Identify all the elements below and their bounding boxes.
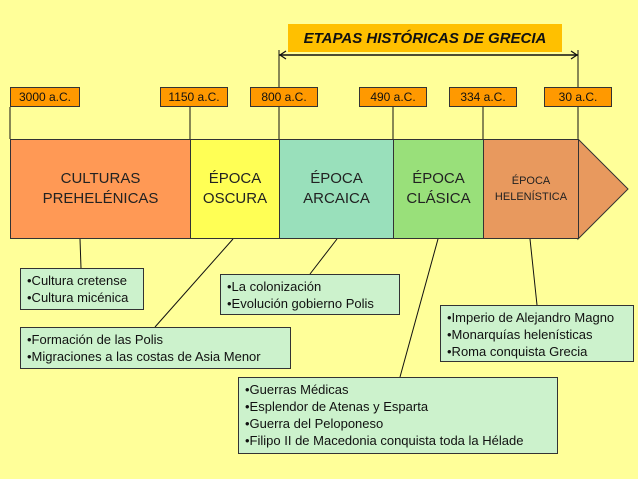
- period-line: ÉPOCA: [310, 170, 363, 187]
- period-arcaica: ÉPOCA ARCAICA: [279, 139, 394, 239]
- period-line: CULTURAS: [60, 170, 141, 187]
- period-line: ÉPOCA: [412, 170, 465, 187]
- note-item: •Guerras Médicas: [245, 382, 349, 397]
- period-line: OSCURA: [202, 190, 268, 207]
- date-label-334: 334 a.C.: [449, 87, 517, 107]
- period-line: ÉPOCA: [208, 170, 262, 187]
- note-prehelenicas: •Cultura cretense •Cultura micénica: [20, 268, 144, 310]
- period-line: HELENÍSTICA: [494, 191, 568, 203]
- note-item: •Formación de las Polis: [27, 332, 164, 347]
- diagram-title: ETAPAS HISTÓRICAS DE GRECIA: [288, 24, 562, 52]
- note-item: •Migraciones a las costas de Asia Menor: [27, 349, 261, 364]
- note-item: •Roma conquista Grecia: [447, 344, 588, 359]
- note-clasica: •Guerras Médicas •Esplendor de Atenas y …: [238, 377, 558, 454]
- note-helenistica: •Imperio de Alejandro Magno •Monarquías …: [440, 305, 634, 362]
- period-clasica: ÉPOCA CLÁSICA: [393, 139, 484, 239]
- note-item: •Monarquías helenísticas: [447, 327, 593, 342]
- note-arcaica: •La colonización •Evolución gobierno Pol…: [220, 274, 400, 315]
- date-label-800: 800 a.C.: [250, 87, 318, 107]
- period-oscura: ÉPOCA OSCURA: [190, 139, 280, 239]
- note-item: •Cultura micénica: [27, 290, 129, 305]
- date-label-3000: 3000 a.C.: [10, 87, 80, 107]
- note-item: •Cultura cretense: [27, 273, 127, 288]
- period-helenistica: ÉPOCA HELENÍSTICA: [483, 139, 579, 239]
- note-item: •Guerra del Peloponeso: [245, 416, 384, 431]
- date-label-1150: 1150 a.C.: [160, 87, 228, 107]
- note-oscura: •Formación de las Polis •Migraciones a l…: [20, 327, 291, 369]
- date-label-30: 30 a.C.: [544, 87, 612, 107]
- note-item: •Imperio de Alejandro Magno: [447, 310, 615, 325]
- period-line: ARCAICA: [303, 190, 370, 207]
- period-line: ÉPOCA: [511, 175, 551, 187]
- note-item: •La colonización: [227, 279, 322, 294]
- period-line: PREHELÉNICAS: [42, 190, 159, 207]
- note-item: •Filipo II de Macedonia conquista toda l…: [245, 433, 524, 448]
- note-item: •Esplendor de Atenas y Esparta: [245, 399, 429, 414]
- period-line: CLÁSICA: [406, 190, 471, 207]
- date-label-490: 490 a.C.: [359, 87, 427, 107]
- period-prehelenicas: CULTURAS PREHELÉNICAS: [10, 139, 191, 239]
- note-item: •Evolución gobierno Polis: [227, 296, 374, 311]
